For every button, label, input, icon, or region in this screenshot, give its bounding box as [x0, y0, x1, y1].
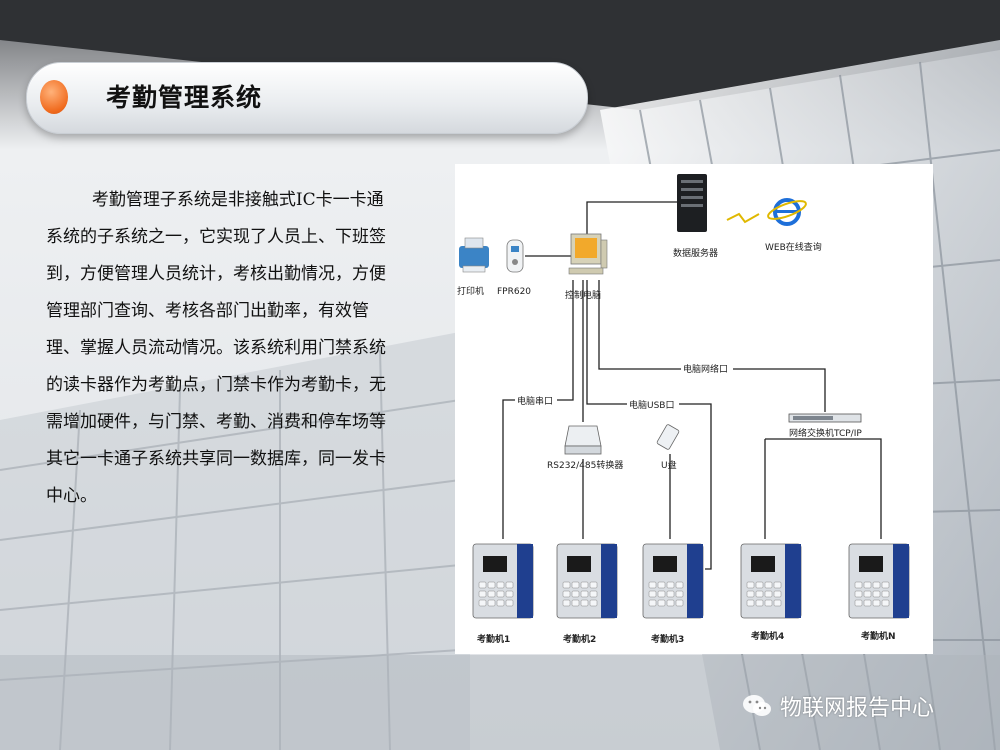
- label-usb: U盘: [661, 459, 677, 471]
- label-terminal-1: 考勤机1: [477, 633, 510, 645]
- computer-icon: [568, 233, 608, 275]
- network-diagram: 数据服务器 WEB在线查询 打印机 FPR620 控制电脑 电脑串口 电脑USB…: [455, 164, 933, 654]
- title-bullet-icon: [40, 80, 68, 114]
- slide-title: 考勤管理系统: [106, 83, 263, 112]
- label-printer: 打印机: [457, 285, 484, 297]
- attendance-terminal-icon: [556, 543, 618, 619]
- attendance-terminal-icon: [740, 543, 802, 619]
- server-icon: [677, 174, 707, 232]
- attendance-terminal-icon: [642, 543, 704, 619]
- printer-icon: [459, 237, 489, 273]
- label-switch: 网络交换机TCP/IP: [789, 427, 862, 439]
- label-terminal-n: 考勤机N: [861, 630, 896, 642]
- label-terminal-2: 考勤机2: [563, 633, 596, 645]
- usb-disk-icon: [656, 424, 680, 450]
- label-web: WEB在线查询: [765, 241, 822, 253]
- label-server: 数据服务器: [673, 247, 718, 259]
- label-usb-port: 电脑USB口: [629, 399, 674, 411]
- ie-browser-icon: [767, 198, 807, 226]
- label-fpr: FPR620: [497, 287, 531, 297]
- fingerprint-reader-icon: [506, 239, 524, 273]
- label-terminal-4: 考勤机4: [751, 630, 784, 642]
- converter-icon: [564, 425, 602, 455]
- network-switch-icon: [788, 413, 862, 423]
- label-pc: 控制电脑: [565, 289, 601, 301]
- label-converter: RS232/485转换器: [547, 459, 623, 471]
- label-terminal-3: 考勤机3: [651, 633, 684, 645]
- label-network-port: 电脑网络口: [683, 363, 728, 375]
- body-paragraph: 考勤管理子系统是非接触式IC卡一卡通系统的子系统之一，它实现了人员上、下班签到，…: [46, 190, 386, 506]
- title-banner: [26, 62, 588, 134]
- attendance-terminal-icon: [472, 543, 534, 619]
- wechat-icon: [743, 695, 771, 716]
- attendance-terminal-icon: [848, 543, 910, 619]
- watermark: 物联网报告中心: [742, 690, 934, 722]
- watermark-text: 物联网报告中心: [780, 696, 935, 721]
- label-serial-port: 电脑串口: [517, 395, 553, 407]
